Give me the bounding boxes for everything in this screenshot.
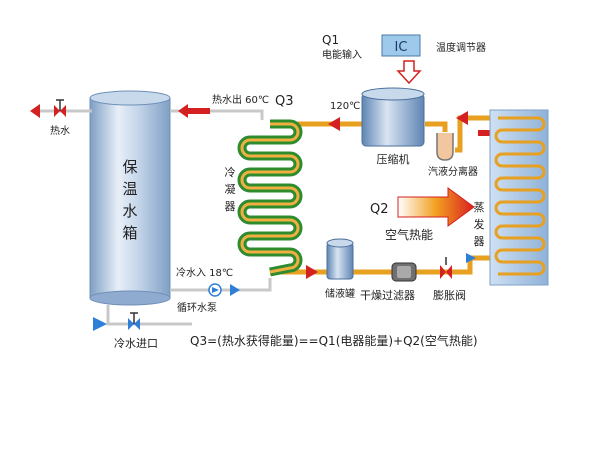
evaporator: 蒸 发 器 <box>474 109 549 286</box>
evaporator-label-char-1: 蒸 <box>474 201 485 214</box>
air-heat-input: Q2 空气热能 <box>370 187 475 242</box>
hot-water-arrow-icon <box>30 104 40 118</box>
compressor-label: 压缩机 <box>377 152 410 166</box>
liquid-receiver: 储液罐 <box>325 238 355 300</box>
hot-water-valve-icon <box>54 99 66 117</box>
cold-water-pipe <box>170 278 272 292</box>
q2-label: Q2 <box>370 202 389 217</box>
tank-label-char-3: 水 <box>122 202 137 220</box>
evap-out-arrow-icon <box>456 111 468 125</box>
temperature-controller: IC Q1 电能输入 温度调节器 <box>322 33 486 85</box>
q3-label: Q3 <box>275 94 294 109</box>
hot-water-out-label: 热水出 60℃ <box>212 93 269 106</box>
cold-water-flow-arrow-icon <box>230 284 240 296</box>
tank-label-char-2: 温 <box>122 180 137 198</box>
circulation-pump-icon <box>208 283 222 297</box>
pump-label: 循环水泵 <box>177 301 217 314</box>
storage-tank: 保 温 水 箱 <box>89 90 171 306</box>
evaporator-label-char-2: 发 <box>474 217 485 231</box>
compressor: 压缩机 <box>361 87 425 166</box>
cold-inlet-label: 冷水进口 <box>114 337 158 350</box>
liquid-arrow-icon <box>306 265 318 279</box>
liquid-pipe <box>270 255 490 275</box>
hot-water-outlet: 热水 <box>30 99 92 137</box>
hot-water-out-arrow-icon <box>178 104 210 118</box>
ic-label: IC <box>395 40 408 55</box>
condenser-label-char-3: 器 <box>225 200 236 213</box>
energy-formula: Q3=(热水获得能量)==Q1(电器能量)+Q2(空气热能) <box>190 333 478 348</box>
temp-120-label: 120℃ <box>330 101 360 112</box>
cold-water-valve-icon <box>128 312 140 330</box>
hot-water-label: 热水 <box>50 124 70 137</box>
air-energy-label: 空气热能 <box>385 227 433 242</box>
condenser-label-char-1: 冷 <box>225 166 236 179</box>
air-heat-arrow-icon <box>397 187 475 227</box>
tank-label-char-1: 保 <box>122 158 137 176</box>
evap-out-pipe <box>455 115 490 153</box>
expansion-arrow-icon <box>466 253 476 263</box>
q1-label: Q1 <box>322 33 339 47</box>
power-in-arrow-icon <box>396 60 422 85</box>
cold-water-inlet: 冷水进口 <box>93 305 192 350</box>
condenser-label-char-2: 凝 <box>225 182 236 196</box>
dry-filter: 干燥过滤器 <box>360 262 417 302</box>
evaporator-label-char-3: 器 <box>474 235 485 248</box>
gas-liquid-separator: 汽液分离器 <box>428 133 478 178</box>
expansion-valve-icon: 膨胀阀 <box>433 257 466 302</box>
separator-label: 汽液分离器 <box>428 165 478 178</box>
suction-pipe <box>425 121 448 132</box>
cold-in-label: 冷水入 18℃ <box>176 266 233 279</box>
condenser-coil: 冷 凝 器 <box>225 119 303 277</box>
hot-gas-arrow-icon <box>328 117 340 131</box>
filter-label: 干燥过滤器 <box>360 289 415 302</box>
tank-label-char-4: 箱 <box>122 224 137 242</box>
temp-controller-label: 温度调节器 <box>436 41 486 54</box>
expansion-label: 膨胀阀 <box>433 288 466 302</box>
q1-sub-label: 电能输入 <box>322 48 362 61</box>
cold-water-arrow-icon <box>93 317 107 331</box>
receiver-label: 储液罐 <box>325 287 355 300</box>
